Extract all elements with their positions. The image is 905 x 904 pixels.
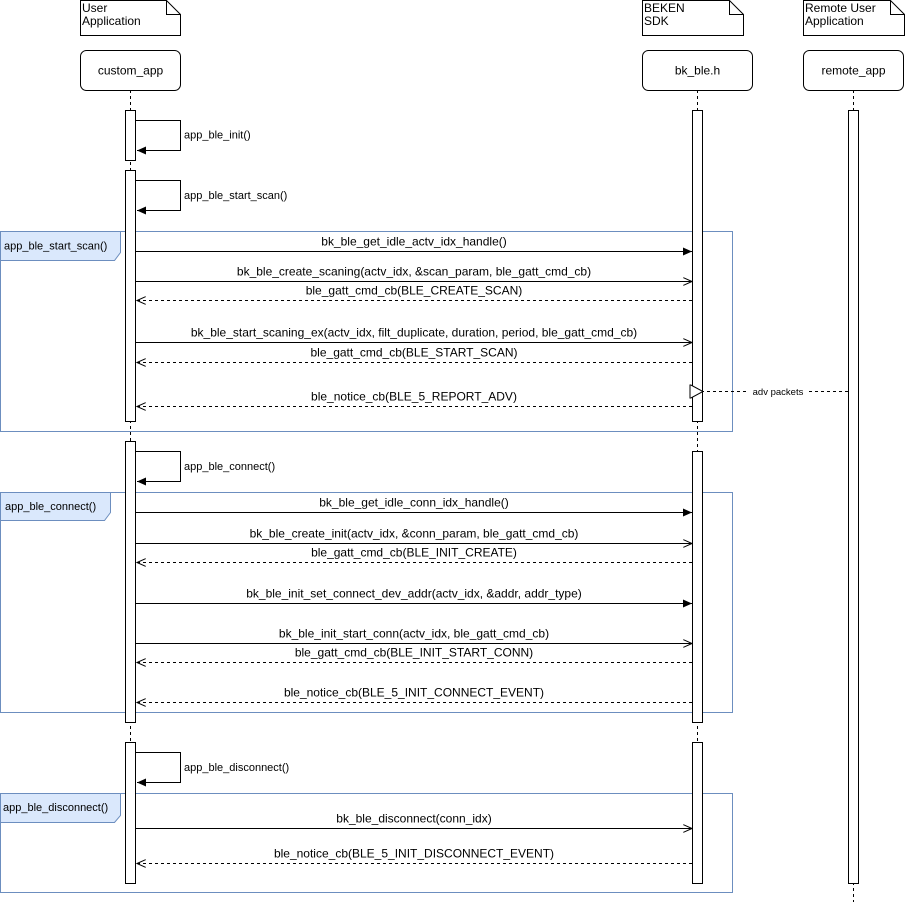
message-label: app_ble_init() [184, 130, 251, 142]
message-label: bk_ble_disconnect(conn_idx) [336, 812, 491, 826]
message-label: app_ble_connect() [184, 461, 275, 473]
message-label: bk_ble_init_set_connect_dev_addr(actv_id… [246, 587, 582, 601]
frame-app-ble-start-scan: app_ble_start_scan() [0, 231, 733, 432]
message-label: app_ble_disconnect() [184, 762, 289, 774]
message-label: bk_ble_start_scaning_ex(actv_idx, filt_d… [191, 326, 637, 340]
activation-bar-bk-ble [692, 451, 703, 723]
note-user-application: User Application [80, 0, 181, 36]
message-label: bk_ble_get_idle_actv_idx_handle() [321, 235, 506, 249]
message-label: adv packets [753, 387, 804, 398]
participant-remote-app: remote_app [803, 50, 904, 91]
activation-bar-custom-app [125, 441, 136, 723]
participant-label: custom_app [98, 64, 164, 78]
frame-app-ble-disconnect: app_ble_disconnect() [0, 793, 733, 893]
note-text: User [82, 1, 107, 15]
message-label: ble_notice_cb(BLE_5_INIT_CONNECT_EVENT) [284, 686, 544, 700]
participant-bk-ble: bk_ble.h [642, 50, 753, 91]
activation-bar-bk-ble [692, 110, 703, 422]
self-call-app-ble-connect: app_ble_connect() [135, 451, 275, 486]
message-label: bk_ble_init_start_conn(actv_idx, ble_gat… [279, 627, 549, 641]
activation-bar-custom-app [125, 110, 136, 161]
self-call-app-ble-disconnect: app_ble_disconnect() [135, 752, 289, 787]
message-label: bk_ble_get_idle_conn_idx_handle() [319, 496, 508, 510]
message-label: bk_ble_create_init(actv_idx, &conn_param… [250, 527, 579, 541]
note-beken-sdk: BEKEN SDK [642, 0, 744, 36]
frame-label: app_ble_disconnect() [3, 802, 108, 814]
frame-label: app_ble_start_scan() [4, 241, 107, 253]
message-label: ble_gatt_cmd_cb(BLE_CREATE_SCAN) [306, 284, 523, 298]
note-text: Application [82, 14, 141, 28]
note-remote-user-application: Remote User Application [803, 0, 905, 36]
activation-bar-remote-app [848, 110, 859, 884]
label-background [747, 385, 809, 397]
self-call-app-ble-start-scan: app_ble_start_scan() [135, 180, 287, 215]
participant-custom-app: custom_app [80, 50, 181, 91]
note-text: Remote User [805, 1, 876, 15]
activation-bar-custom-app [125, 742, 136, 884]
message-label: ble_notice_cb(BLE_5_INIT_DISCONNECT_EVEN… [274, 847, 554, 861]
self-call-app-ble-init: app_ble_init() [135, 120, 251, 155]
activation-bar-custom-app [125, 170, 136, 422]
frame-label: app_ble_connect() [5, 501, 96, 513]
message-label: bk_ble_create_scaning(actv_idx, &scan_pa… [237, 265, 591, 279]
activation-bar-bk-ble [692, 742, 703, 884]
message-label: ble_notice_cb(BLE_5_REPORT_ADV) [311, 390, 517, 404]
note-text: SDK [644, 14, 669, 28]
note-text: Application [805, 14, 864, 28]
message-label: ble_gatt_cmd_cb(BLE_INIT_START_CONN) [295, 646, 533, 660]
participant-label: remote_app [821, 64, 885, 78]
note-text: BEKEN [644, 1, 685, 15]
message-label: ble_gatt_cmd_cb(BLE_INIT_CREATE) [311, 546, 517, 560]
frame-app-ble-connect: app_ble_connect() [0, 492, 733, 713]
participant-label: bk_ble.h [675, 64, 720, 78]
message-label: ble_gatt_cmd_cb(BLE_START_SCAN) [311, 346, 518, 360]
message-label: app_ble_start_scan() [184, 190, 287, 202]
